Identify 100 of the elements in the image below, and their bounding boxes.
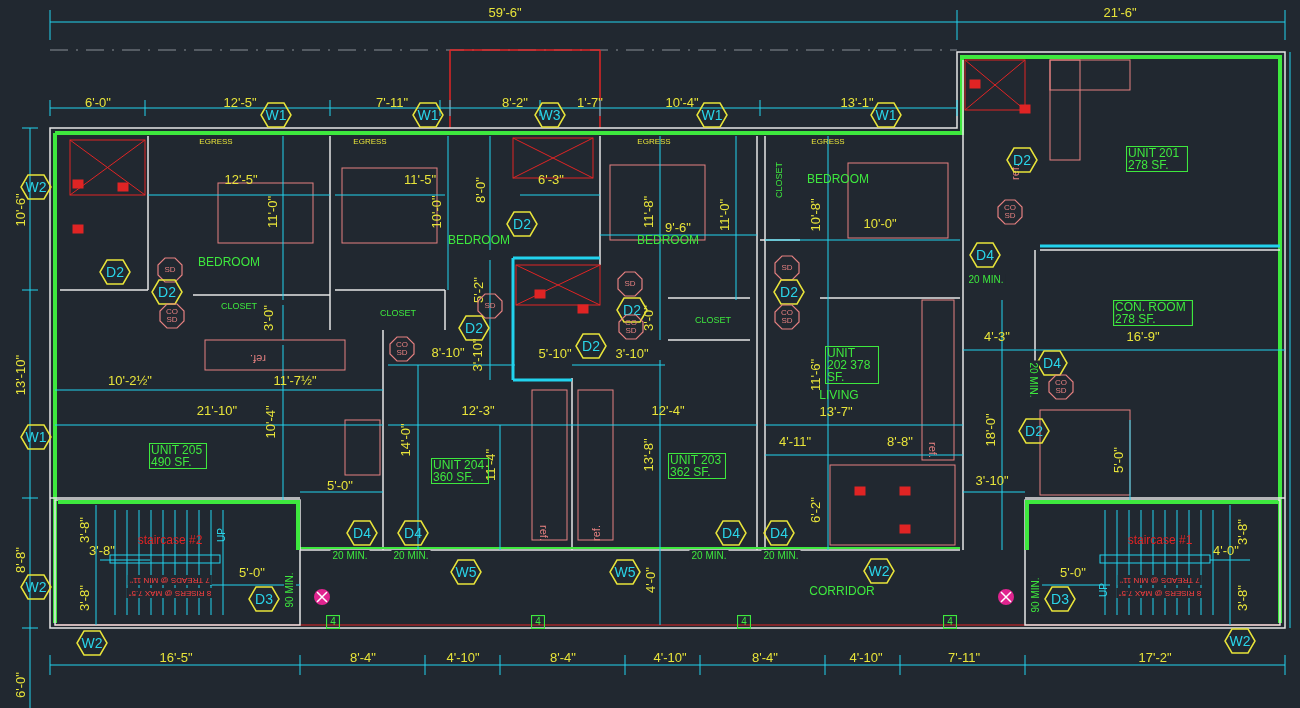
room-name: BEDROOM [448, 234, 510, 246]
dimension-text: 12'-3" [461, 403, 495, 417]
detector-symbol: SD [617, 271, 643, 297]
dimension-text: 3'-0" [261, 305, 275, 331]
tag-marker: W2 [863, 558, 895, 584]
dimension-text: 16'-5" [159, 650, 193, 664]
appliance-label: ref. [1009, 164, 1021, 180]
tag-marker: D2 [773, 279, 805, 305]
dimension-text: 6'-2" [808, 497, 822, 523]
detector-symbol: SD [157, 257, 183, 283]
room-name: CORRIDOR [809, 585, 875, 597]
dimension-text: 21'-6" [1103, 5, 1137, 19]
dimension-text: 4'-0" [1213, 543, 1239, 557]
dimension-text: 8'-8" [887, 434, 913, 448]
dimension-text: 12'-5" [224, 172, 258, 186]
dimension-text: 5'-0" [1111, 447, 1125, 473]
appliance-label: ref. [926, 442, 938, 458]
tag-marker: W2 [20, 574, 52, 600]
tag-marker: 4 [326, 615, 340, 629]
dimension-text: 8'-0" [473, 177, 487, 203]
tag-marker: W5 [450, 559, 482, 585]
dimension-text: 5'-10" [538, 346, 572, 360]
dimension-text: 3'-10" [975, 473, 1009, 487]
detector-symbol: CO SD [389, 336, 415, 362]
dimension-text: 7'-11" [947, 650, 981, 664]
dimension-text: 8'-8" [13, 547, 27, 573]
dimension-text: 11'-8" [641, 195, 655, 229]
dimension-text: 18'-0" [983, 413, 997, 447]
dimension-text: 8'-2" [502, 95, 528, 109]
direction-note: UP [1099, 583, 1109, 597]
dimension-text: 14'-0" [398, 423, 412, 457]
tag-marker: D4 [763, 520, 795, 546]
fire-rating-note: 20 MIN. [689, 550, 729, 562]
area-tag: UNIT 203 362 SF. [668, 453, 726, 479]
tag-marker: W1 [260, 102, 292, 128]
tag-marker: D4 [715, 520, 747, 546]
dimension-text: 13'-8" [641, 438, 655, 472]
stair-name: staircase #1 [1127, 534, 1193, 546]
tag-marker: W1 [870, 102, 902, 128]
tag-marker: W5 [609, 559, 641, 585]
dimension-text: 3'-8" [1235, 519, 1249, 545]
dimension-text: 4'-10" [653, 650, 687, 664]
tag-marker: W3 [534, 102, 566, 128]
fire-rating-note: 90 MIN. [1030, 575, 1042, 615]
dimension-text: 4'-0" [643, 567, 657, 593]
stair-note: 8 RISERS @ MAX 7.5" [1116, 588, 1204, 598]
stair-note: 7 TREADS @ MIN 11" [1118, 575, 1202, 585]
dimension-text: 10'-8" [808, 198, 822, 232]
detector-symbol: CO SD [774, 304, 800, 330]
appliance-label: ref. [250, 352, 266, 364]
stair-note: 7 TREADS @ MIN 11" [128, 575, 212, 585]
dimension-text: 4'-10" [446, 650, 480, 664]
dimension-text: 1'-7" [577, 95, 603, 109]
fire-rating-note: 20 MIN. [330, 550, 370, 562]
tag-marker: 4 [943, 615, 957, 629]
dimension-text: 12'-4" [651, 403, 685, 417]
tag-marker: W1 [412, 102, 444, 128]
tag-marker: D2 [575, 333, 607, 359]
dimension-text: 3'-10" [615, 346, 649, 360]
dimension-text: 11'-7½" [273, 373, 317, 387]
tag-marker: D2 [151, 279, 183, 305]
fire-rating-note: 20 MIN. [761, 550, 801, 562]
dimension-text: 13'-10" [13, 354, 27, 396]
dimension-text: 9'-6" [665, 220, 691, 234]
tag-marker: W2 [76, 630, 108, 656]
dimension-text: 10'-4" [263, 405, 277, 439]
dimension-text: 10'-4" [665, 95, 699, 109]
fire-rating-note: 20 MIN. [966, 274, 1006, 286]
dimension-text: 59'-6" [488, 5, 522, 19]
appliance-label: ref. [590, 525, 602, 541]
dimension-text: 6'-0" [85, 95, 111, 109]
closet-name: CLOSET [221, 301, 257, 311]
dimension-text: 13'-7" [819, 404, 853, 418]
egress-note: EGRESS [353, 138, 387, 146]
dimension-text: 12'-5" [223, 95, 257, 109]
dimension-text: 11'-5" [403, 172, 437, 186]
dimension-text: 8'-10" [431, 345, 465, 359]
dimension-text: 6'-0" [13, 672, 27, 698]
dimension-text: 5'-0" [327, 478, 353, 492]
dimension-text: 17'-2" [1138, 650, 1172, 664]
tag-marker: D4 [969, 242, 1001, 268]
detector-symbol: CO SD [159, 303, 185, 329]
dimension-text: 8'-4" [350, 650, 376, 664]
dimension-text: 4'-10" [849, 650, 883, 664]
dimension-text: 8'-4" [550, 650, 576, 664]
room-name: BEDROOM [807, 173, 869, 185]
area-tag: UNIT 202 378 SF. [825, 346, 879, 384]
closet-name: CLOSET [695, 315, 731, 325]
tag-marker: W1 [20, 424, 52, 450]
tag-marker: 4 [737, 615, 751, 629]
dimension-text: 10'-0" [429, 195, 443, 229]
room-name: BEDROOM [198, 256, 260, 268]
appliance-label: ref. [537, 525, 549, 541]
tag-marker: W2 [1224, 628, 1256, 654]
detector-symbol: CO SD [997, 199, 1023, 225]
dimension-text: 3'-8" [1235, 585, 1249, 611]
dimension-text: 6'-3" [538, 172, 564, 186]
fire-rating-note: 90 MIN. [284, 570, 296, 610]
stair-note: 8 RISERS @ MAX 7.5" [126, 588, 214, 598]
stair-name: staircase #2 [137, 534, 203, 546]
